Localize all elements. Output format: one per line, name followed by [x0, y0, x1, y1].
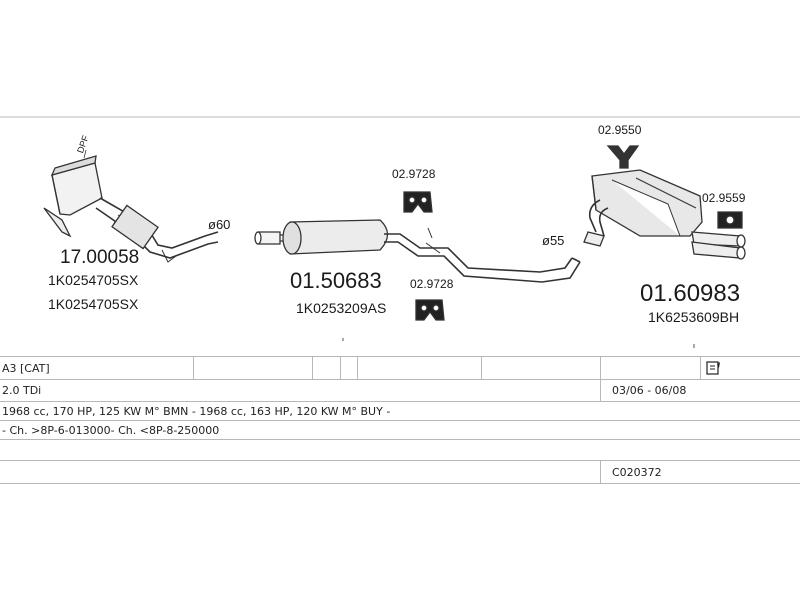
middle-part-code: 01.50683 — [290, 268, 382, 293]
table-row-specs: 1968 cc, 170 HP, 125 KW M° BMN - 1968 cc… — [0, 402, 800, 421]
clamp-top-part — [606, 145, 640, 169]
rear-ref: 1K6253609BH — [648, 309, 739, 325]
rubber-hanger-bottom — [415, 299, 445, 321]
cat-ref-1: 1K0254705SX — [48, 272, 139, 288]
middle-silencer-part — [254, 219, 581, 283]
table-row-code: C020372 — [0, 461, 800, 484]
clamp-side-part — [717, 211, 743, 229]
years-value: 03/06 - 06/08 — [612, 383, 687, 397]
clamp-side-code: 02.9559 — [702, 191, 746, 205]
engine-value: 2.0 TDi — [2, 383, 42, 397]
table-row-empty — [0, 440, 800, 461]
rubber-hanger-top — [403, 191, 433, 213]
table-row-engine: 2.0 TDi 03/06 - 06/08 — [0, 379, 800, 402]
chassis-value: - Ch. >8P-6-013000- Ch. <8P-8-250000 — [2, 423, 220, 437]
hanger-top-code: 02.9728 — [392, 167, 436, 181]
cat-ref-2: 1K0254705SX — [48, 296, 139, 312]
model-value: A3 [CAT] — [2, 361, 50, 375]
clamp-top-code: 02.9550 — [598, 123, 642, 137]
front-pipe-diameter: ø60 — [208, 217, 230, 232]
note-icon[interactable] — [705, 357, 721, 379]
rear-pipe-diameter: ø55 — [542, 233, 564, 248]
cat-part-code: 17.00058 — [60, 247, 139, 268]
catalytic-converter-part — [43, 149, 219, 263]
table-row-model: A3 [CAT] — [0, 356, 800, 380]
middle-ref: 1K0253209AS — [296, 300, 386, 316]
hanger-bottom-code: 02.9728 — [410, 277, 454, 291]
rear-part-code: 01.60983 — [640, 280, 740, 307]
table-row-chassis: - Ch. >8P-6-013000- Ch. <8P-8-250000 — [0, 421, 800, 440]
catalog-code-value: C020372 — [612, 465, 662, 479]
specs-value: 1968 cc, 170 HP, 125 KW M° BMN - 1968 cc… — [2, 404, 391, 418]
rear-silencer-part — [583, 169, 746, 260]
dpf-label: DPF — [75, 134, 91, 155]
